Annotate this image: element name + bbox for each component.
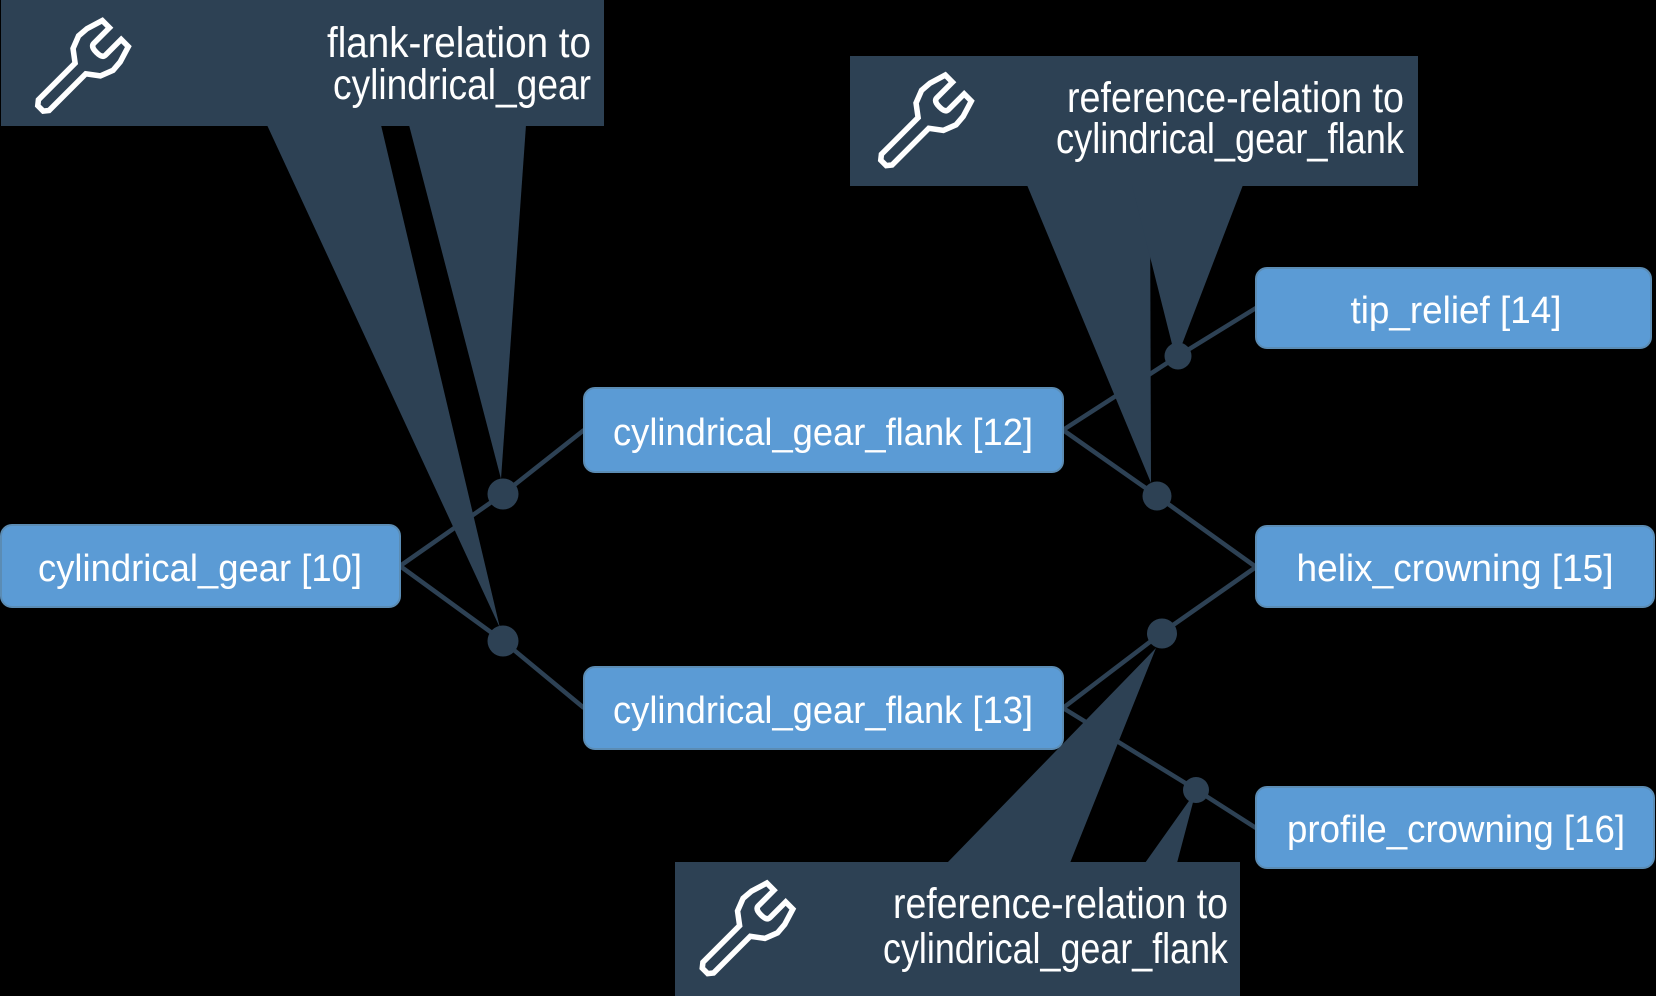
svg-text:tip_relief [14]: tip_relief [14]: [1351, 290, 1562, 332]
svg-text:helix_crowning [15]: helix_crowning [15]: [1297, 548, 1614, 590]
svg-text:cylindrical_gear_flank [12]: cylindrical_gear_flank [12]: [613, 412, 1033, 454]
svg-text:reference-relation to: reference-relation to: [1067, 74, 1404, 122]
svg-text:cylindrical_gear_flank: cylindrical_gear_flank: [1056, 115, 1404, 163]
svg-text:cylindrical_gear_flank: cylindrical_gear_flank: [883, 925, 1228, 973]
svg-text:reference-relation to: reference-relation to: [893, 880, 1228, 928]
svg-text:flank-relation to: flank-relation to: [327, 19, 591, 67]
svg-text:profile_crowning [16]: profile_crowning [16]: [1287, 809, 1625, 851]
svg-text:cylindrical_gear_flank [13]: cylindrical_gear_flank [13]: [613, 690, 1033, 732]
svg-text:cylindrical_gear: cylindrical_gear: [333, 61, 591, 109]
svg-text:cylindrical_gear [10]: cylindrical_gear [10]: [38, 548, 362, 590]
